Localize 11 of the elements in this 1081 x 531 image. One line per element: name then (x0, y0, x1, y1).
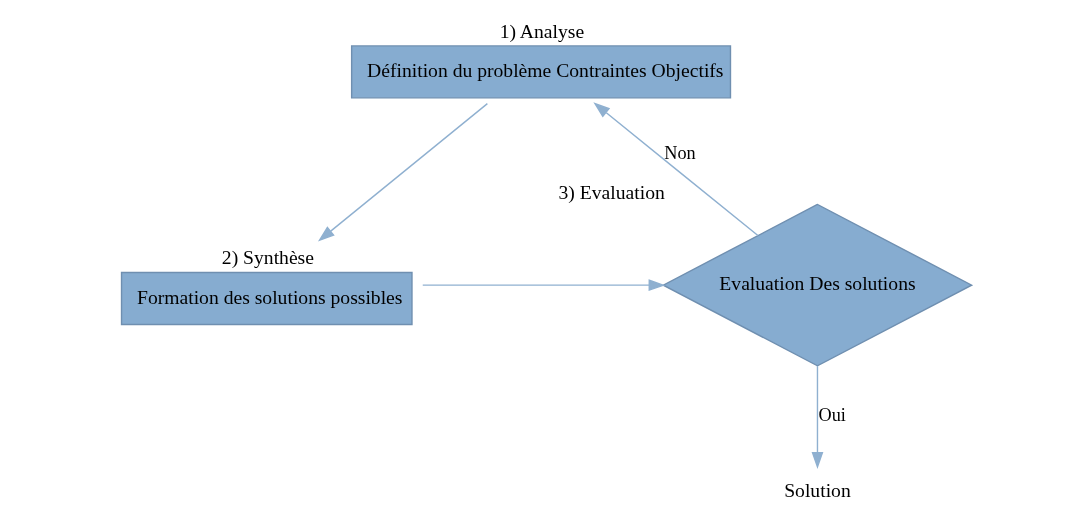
node-label: 3) Evaluation (558, 181, 665, 204)
edge-label: Non (664, 142, 696, 163)
arrow (811, 365, 824, 469)
node-label: 2) Synthèse (221, 246, 314, 269)
node-text: Solution (784, 479, 851, 502)
node-diamond: Evaluation Des solutions (661, 203, 974, 367)
node-label: 1) Analyse (499, 19, 585, 42)
arrow (422, 279, 666, 292)
arrow (317, 102, 489, 242)
edge-label: Oui (818, 405, 846, 426)
arrow (593, 102, 759, 237)
